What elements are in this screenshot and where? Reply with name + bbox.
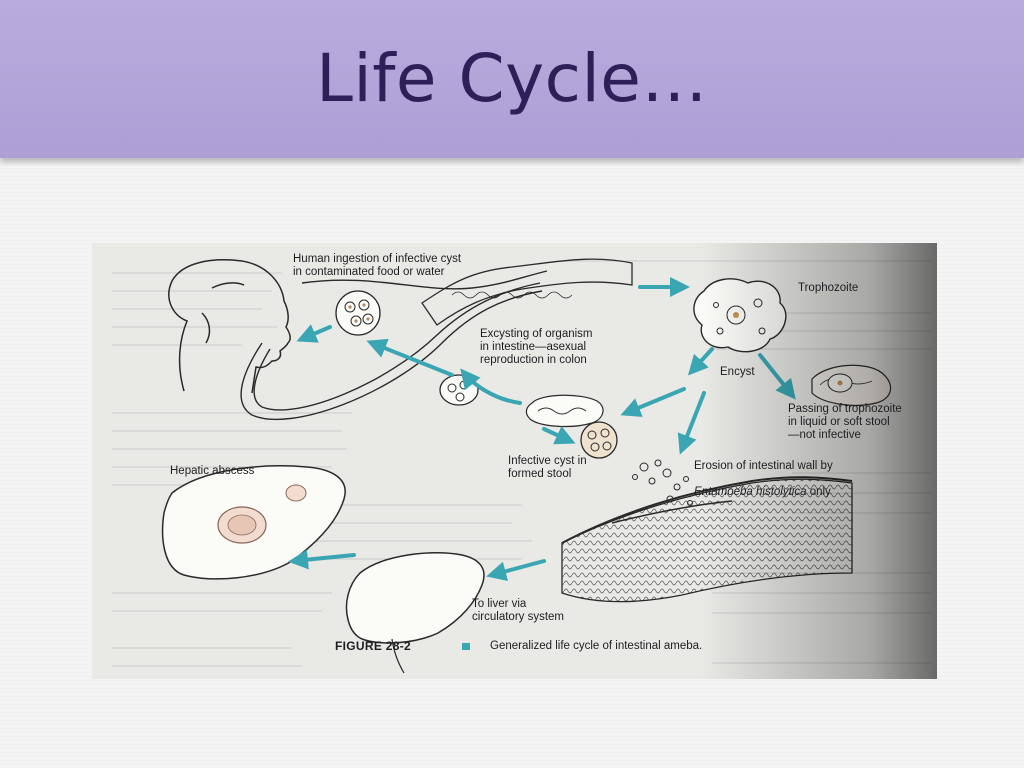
label-passing: Passing of trophozoite in liquid or soft…	[788, 403, 902, 441]
caption-marker	[462, 643, 470, 650]
label-erosion-only: only	[806, 486, 831, 498]
title-band	[0, 0, 1024, 158]
slide-title: Life Cycle…	[316, 40, 708, 117]
label-trophozoite: Trophozoite	[798, 282, 859, 294]
life-cycle-figure: Human ingestion of infective cyst in con…	[92, 243, 937, 679]
figure-artwork	[92, 243, 937, 679]
label-infective-cyst: Infective cyst in formed stool	[508, 455, 587, 480]
label-erosion: Erosion of intestinal wall by Entamoeba …	[694, 447, 833, 499]
label-ingestion: Human ingestion of infective cyst in con…	[293, 253, 462, 278]
figure-number: FIGURE 28-2	[335, 639, 411, 653]
label-excysting: Excysting of organism in intestine—asexu…	[480, 328, 593, 366]
page-shadow	[92, 243, 937, 679]
figure-caption: Generalized life cycle of intestinal ame…	[490, 640, 703, 652]
label-erosion-line1: Erosion of intestinal wall by	[694, 460, 833, 472]
label-to-liver: To liver via circulatory system	[472, 598, 565, 623]
label-encyst: Encyst	[720, 366, 755, 378]
label-hepatic-abscess: Hepatic abscess	[170, 465, 255, 477]
label-erosion-species: Entamoeba histolytica	[694, 486, 807, 498]
